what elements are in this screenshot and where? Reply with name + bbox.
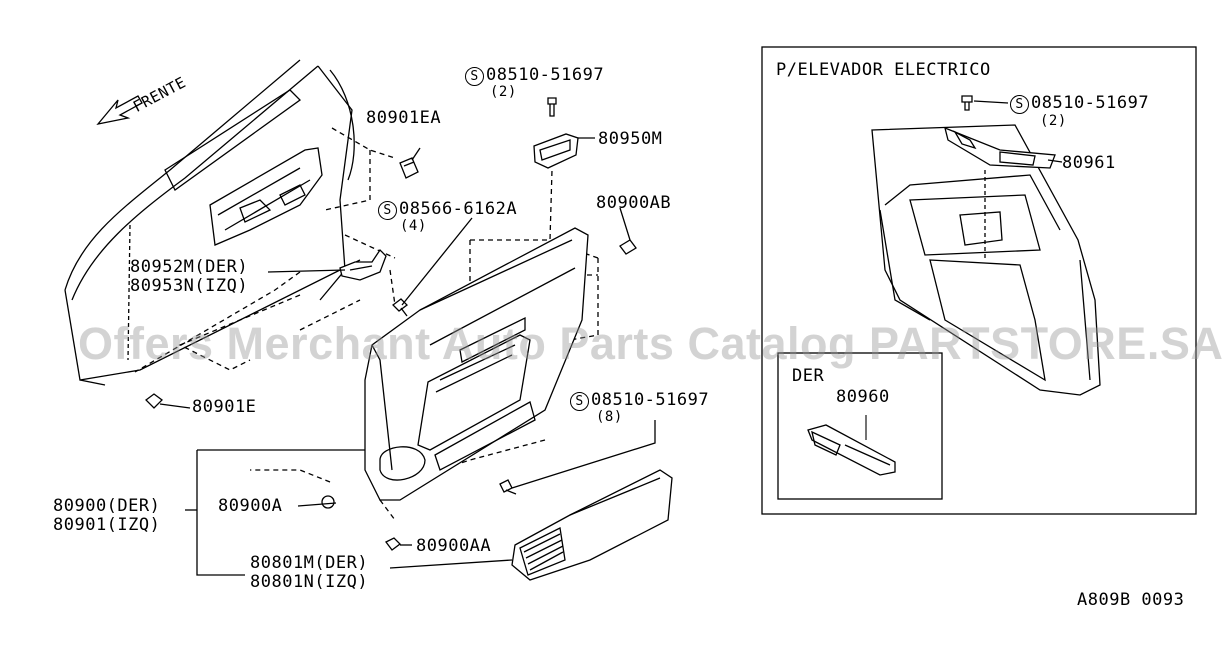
part-label-80900AA: 80900AA (416, 536, 492, 556)
clip-80901EA (399, 157, 419, 179)
watermark: Offers Merchant Auto Parts Catalog PARTS… (78, 318, 1224, 369)
part-label-80900A: 80900A (218, 496, 283, 516)
power-window-door-panel (871, 124, 1101, 396)
leader-lines (159, 137, 656, 576)
screw-icon (392, 298, 408, 317)
part-label-80952M: 80952M(DER) (130, 257, 249, 277)
part-label-80960: 80960 (836, 387, 890, 407)
inset-leader-lines (973, 100, 1063, 260)
screw-icon (499, 479, 517, 495)
clip-icon (619, 239, 637, 255)
power-window-switch-80961 (944, 126, 1056, 169)
part-label-80950M: 80950M (598, 129, 663, 149)
quantity-label: (8) (596, 409, 623, 425)
part-label-80801N: 80801N(IZQ) (250, 572, 369, 592)
inset-der-title: DER (792, 366, 825, 386)
clip-icon (385, 537, 401, 551)
door-frame-outline (64, 59, 361, 386)
inset-der-box (777, 352, 943, 500)
bracket-80952M (339, 248, 387, 281)
part-label-80961: 80961 (1062, 153, 1116, 173)
clip-icon (145, 393, 163, 409)
part-label-80953N: 80953N(IZQ) (130, 276, 249, 296)
armrest-80801M (511, 469, 673, 581)
door-trim-panel (364, 227, 589, 501)
part-label-80901E: 80901E (192, 397, 257, 417)
quantity-label: (4) (400, 218, 427, 234)
part-label-80900AB: 80900AB (596, 193, 672, 213)
screw-symbol-icon: S (378, 201, 397, 220)
diagram-code: A809B 0093 (1077, 590, 1185, 610)
part-number: 08510-51697 (486, 65, 605, 85)
inset-power-window-box (761, 46, 1197, 515)
quantity-label: (2) (490, 84, 517, 100)
part-label-80900DER: 80900(DER) (53, 496, 161, 516)
screw-symbol-icon: S (1010, 95, 1029, 114)
switch-bezel-80950M (533, 133, 579, 169)
part-number: 08510-51697 (591, 390, 710, 410)
screw-icon (547, 97, 557, 117)
screw-symbol-icon: S (570, 392, 589, 411)
part-label-80901EA: 80901EA (366, 108, 442, 128)
part-number: 08510-51697 (1031, 93, 1150, 113)
part-label-80901IZQ: 80901(IZQ) (53, 515, 161, 535)
quantity-label: (2) (1040, 113, 1067, 129)
front-direction-arrow-icon (96, 95, 143, 125)
part-number: 08566-6162A (399, 199, 518, 219)
window-switch-80960 (807, 424, 896, 476)
screw-icon (961, 95, 973, 111)
screw-symbol-icon: S (465, 67, 484, 86)
part-label-80801M: 80801M(DER) (250, 553, 369, 573)
clip-icon (321, 495, 335, 509)
inset-power-title: P/ELEVADOR ELECTRICO (776, 60, 991, 80)
